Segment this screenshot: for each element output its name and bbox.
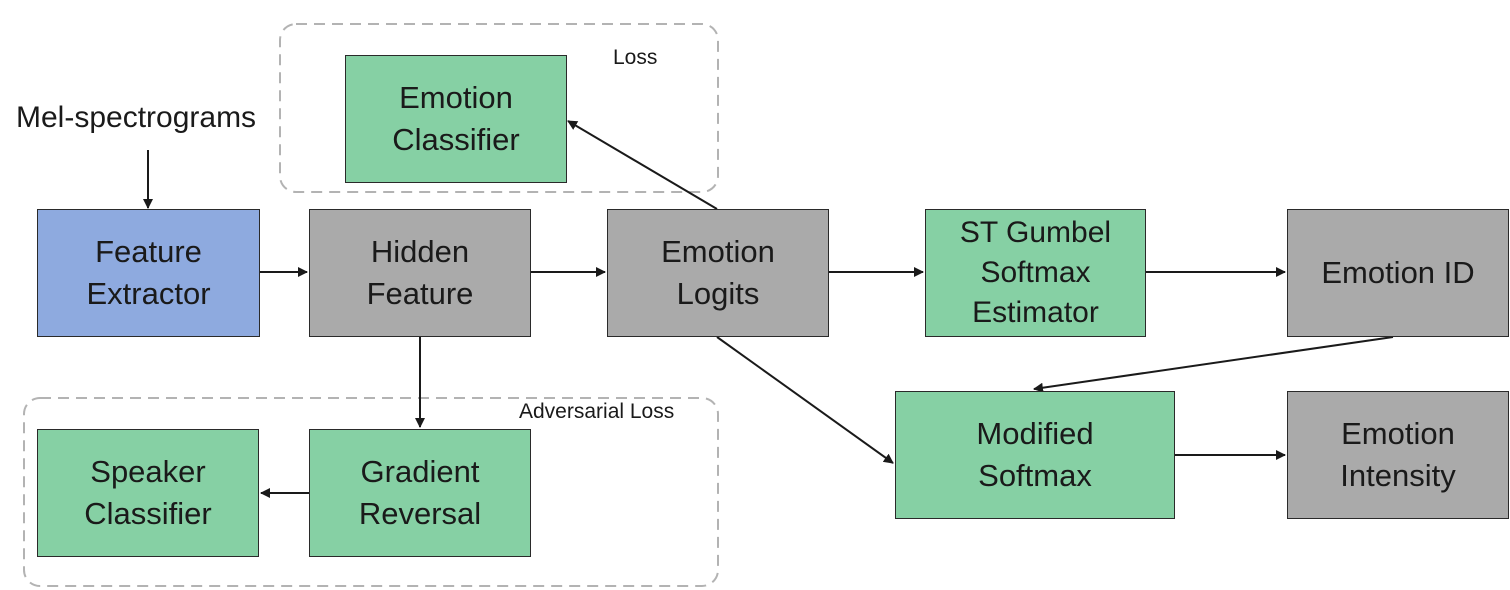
emotion-logits-box: Emotion Logits [607, 209, 829, 337]
emotion-classifier-box: Emotion Classifier [345, 55, 567, 183]
emotion-intensity-box: Emotion Intensity [1287, 391, 1509, 519]
feature-extractor-box: Feature Extractor [37, 209, 260, 337]
adversarial-loss-group-label: Adversarial Loss [519, 400, 675, 423]
arrow-emotion-logits-to-emotion-classifier [567, 120, 718, 210]
loss-group-label: Loss [613, 46, 658, 69]
arrow-emotion-id-to-modified-softmax [1033, 336, 1394, 393]
arrow-emotion-logits-to-modified-softmax [716, 336, 894, 464]
emotion-id-box: Emotion ID [1287, 209, 1509, 337]
gradient-reversal-box: Gradient Reversal [309, 429, 531, 557]
hidden-feature-box: Hidden Feature [309, 209, 531, 337]
modified-softmax-box: Modified Softmax [895, 391, 1175, 519]
adversarial-loss-group-outline [23, 397, 719, 587]
input-label: Mel-spectrograms [16, 101, 257, 134]
speaker-classifier-box: Speaker Classifier [37, 429, 259, 557]
st-gumbel-softmax-estimator-box: ST Gumbel Softmax Estimator [925, 209, 1146, 337]
loss-group-outline [279, 23, 719, 193]
